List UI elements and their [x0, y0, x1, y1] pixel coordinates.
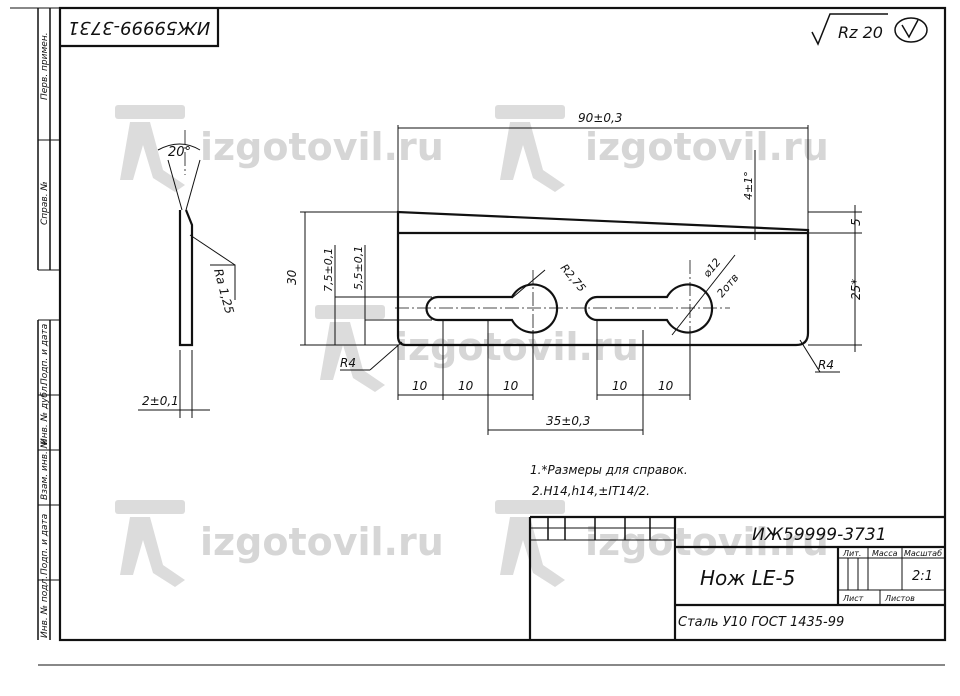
stamp-inv-dubl: Инв. № дубл. — [40, 383, 50, 445]
dim-hole-diameter: ⌀12 — [700, 256, 723, 280]
main-view: 90±0,3 4±1° 5 25* 30 7,5±0,1 5,5±0,1 R4 … — [285, 111, 863, 435]
dim-slot-offset-2: 5,5±0,1 — [352, 246, 365, 290]
dim-pitch-3: 10 — [503, 379, 519, 393]
watermark-logo — [315, 305, 385, 392]
header-scale: Масштаб — [904, 549, 942, 558]
dim-height: 30 — [285, 269, 299, 285]
stamp-podp-data-2: Подп. и дата — [40, 514, 50, 575]
header-mass: Масса — [872, 549, 898, 558]
roughness-value: Rz 20 — [838, 23, 883, 42]
watermark-text: izgotovil.ru — [585, 125, 829, 169]
dim-edge-25: 25* — [849, 279, 863, 300]
part-outline — [396, 210, 810, 347]
sheet-label: Лист — [842, 594, 864, 603]
note-line-2: 2.H14,h14,±IT14/2. — [532, 484, 650, 498]
watermark-layer: izgotovil.ru izgotovil.ru izgotovil.ru i… — [115, 105, 829, 587]
roughness-symbol: Rz 20 — [811, 13, 928, 46]
header-lit: Лит. — [842, 549, 861, 558]
watermark-logo — [495, 105, 565, 192]
slot-left — [425, 283, 559, 334]
slot-right — [584, 283, 714, 334]
top-code-box: ИЖ59999-3731 — [60, 8, 220, 48]
watermark-logo — [495, 500, 565, 587]
watermark-text: izgotovil.ru — [200, 520, 444, 564]
stamp-sprav-no: Справ. № — [40, 181, 50, 225]
stamp-perv-primen: Перв. примен. — [40, 32, 50, 100]
stamp-inv-podl: Инв. № подл. — [40, 576, 50, 638]
dim-pitch-1: 10 — [412, 379, 428, 393]
dim-slot-offset-1: 7,5±0,1 — [322, 248, 335, 292]
dim-pitch-2: 10 — [458, 379, 474, 393]
sheet-frame — [10, 6, 947, 666]
thickness-label: 2±0,1 — [142, 394, 179, 408]
stamp-podp-data-1: Подп. и дата — [40, 324, 50, 385]
stamp-vzam-inv: Взам. инв. № — [40, 439, 50, 500]
material: Сталь У10 ГОСТ 1435-99 — [678, 615, 844, 630]
scale-value: 2:1 — [912, 569, 933, 584]
watermark-text: izgotovil.ru — [200, 125, 444, 169]
title-code: ИЖ59999-3731 — [752, 525, 887, 545]
dim-r4-right: R4 — [818, 358, 834, 372]
dim-angle-top: 4±1° — [742, 171, 755, 200]
dim-pitch-4: 10 — [612, 379, 628, 393]
watermark-logo — [115, 105, 185, 192]
title-block: ИЖ59999-3731 Нож LE-5 Сталь У10 ГОСТ 143… — [528, 515, 945, 640]
note-line-1: 1.*Размеры для справок. — [530, 463, 688, 477]
watermark-text: izgotovil.ru — [395, 325, 639, 369]
side-angle-label: 20° — [168, 145, 191, 160]
dim-pitch-5: 10 — [658, 379, 674, 393]
sheets-label: Листов — [884, 594, 915, 603]
top-code: ИЖ59999-3731 — [68, 17, 210, 38]
side-ra-label: Ra 1,25 — [211, 267, 236, 315]
watermark-logo — [115, 500, 185, 587]
part-name: Нож LE-5 — [700, 566, 795, 590]
dim-radius-hole: R2,75 — [558, 262, 589, 295]
dim-r4-left: R4 — [340, 356, 356, 370]
dim-overall-length: 90±0,3 — [578, 111, 622, 125]
dim-edge-5: 5 — [849, 218, 863, 226]
dim-hole-spacing: 35±0,3 — [546, 414, 590, 428]
